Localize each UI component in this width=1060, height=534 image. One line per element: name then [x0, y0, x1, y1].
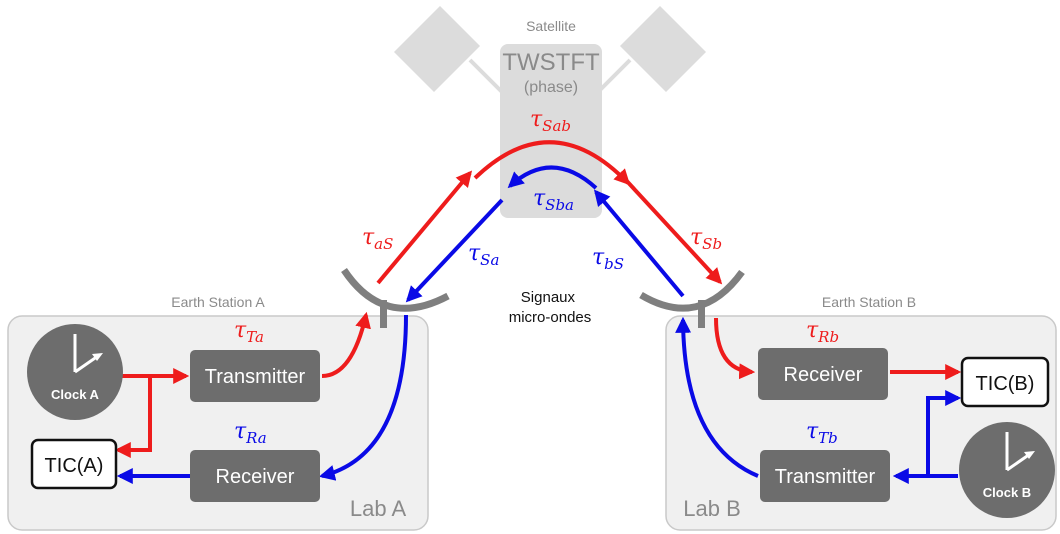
- wire-transmitter-a-to-dish: [321, 311, 371, 378]
- delay-label-sa: τSa: [468, 241, 499, 269]
- receiver-a: Receiver: [190, 450, 320, 502]
- satellite-subtitle: (phase): [524, 79, 578, 96]
- transmitter-b-label: Transmitter: [775, 466, 876, 488]
- delay-label-ta: τTa: [234, 318, 264, 346]
- signal-path-sab: [473, 140, 631, 186]
- satellite-title: TWSTFT: [502, 49, 600, 76]
- wire-transmitter-b-to-dish: [675, 316, 759, 478]
- satellite-caption: Satellite: [526, 18, 576, 34]
- clock-hand-minute: [74, 354, 99, 374]
- tic-b-label: TIC(B): [976, 373, 1035, 395]
- clock-b: Clock B: [959, 422, 1055, 518]
- transmitter-b: Transmitter: [760, 450, 890, 502]
- wire-dish-to-receiver-b: [714, 317, 756, 380]
- signal-path-sba: [507, 165, 598, 190]
- clock-a: Clock A: [27, 324, 123, 420]
- delay-label-tb: τTb: [806, 419, 838, 447]
- lab-a-label: Lab A: [350, 496, 407, 521]
- delay-label-rb: τRb: [806, 318, 839, 346]
- delay-label-sba: τSba: [533, 186, 574, 214]
- tic-a: TIC(A): [30, 438, 118, 490]
- wire-clock-a-to-tic-a: [114, 376, 152, 458]
- solar-panel-arm-left: [468, 58, 507, 97]
- delay-label-ra: τRa: [234, 419, 267, 447]
- clock-a-label: Clock A: [51, 387, 100, 402]
- signals-label: Signaux micro-ondes: [509, 289, 592, 326]
- transmitter-a-label: Transmitter: [205, 366, 306, 388]
- delay-label-bs: τbS: [592, 245, 624, 273]
- delay-label-sb: τSb: [690, 225, 722, 253]
- transmitter-a: Transmitter: [190, 350, 320, 402]
- delay-label-as: τaS: [362, 225, 393, 253]
- wire-dish-to-receiver-a: [318, 314, 408, 481]
- tic-b: TIC(B): [960, 356, 1050, 408]
- antenna-dish-icon: [341, 268, 450, 328]
- receiver-b-label: Receiver: [784, 364, 863, 386]
- solar-panel-icon: [394, 6, 480, 92]
- receiver-a-label: Receiver: [216, 466, 295, 488]
- signals-label-line-2: micro-ondes: [509, 309, 592, 326]
- wire-clock-b-to-tic-b: [926, 390, 962, 476]
- clock-hand-minute: [1006, 452, 1031, 472]
- signals-label-line-1: Signaux: [521, 289, 576, 306]
- delay-label-sab: τSab: [530, 107, 571, 135]
- tic-a-label: TIC(A): [45, 455, 104, 477]
- signal-path-as: [376, 170, 473, 285]
- clock-b-label: Clock B: [983, 485, 1031, 500]
- receiver-b: Receiver: [758, 348, 888, 400]
- antenna-dish-icon: [639, 269, 745, 328]
- signal-path-sb: [622, 176, 723, 285]
- signal-path-bs: [593, 189, 685, 298]
- solar-panel-icon: [620, 6, 706, 92]
- satellite: Satellite TWSTFT (phase): [394, 6, 706, 218]
- signal-path-sa: [405, 198, 504, 303]
- station-b-caption: Earth Station B: [822, 294, 916, 310]
- station-a-caption: Earth Station A: [171, 294, 265, 310]
- lab-b-label: Lab B: [683, 496, 741, 521]
